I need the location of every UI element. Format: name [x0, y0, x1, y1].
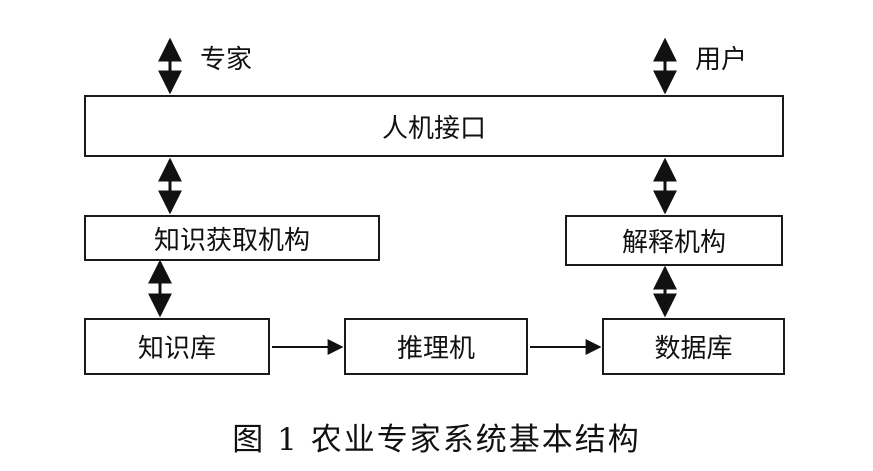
- interface-box-label: 人机接口: [381, 113, 486, 144]
- interface-box: 人机接口: [84, 95, 784, 157]
- database-box-label: 数据库: [654, 334, 733, 364]
- expert-label: 专家: [200, 45, 253, 75]
- explanation-box-label: 解释机构: [621, 228, 726, 258]
- database-box: 数据库: [602, 318, 785, 375]
- knowledge-acquisition-box: 知识获取机构: [84, 215, 380, 261]
- knowledge-base-box: 知识库: [84, 318, 270, 375]
- inference-engine-box-label: 推理机: [396, 334, 475, 364]
- user-label: 用户: [695, 45, 748, 75]
- figure-caption: 图 1 农业专家系统基本结构: [232, 422, 641, 458]
- knowledge-acquisition-box-label: 知识获取机构: [153, 225, 310, 256]
- inference-engine-box: 推理机: [344, 318, 528, 375]
- knowledge-base-box-label: 知识库: [137, 334, 216, 364]
- explanation-box: 解释机构: [565, 215, 783, 266]
